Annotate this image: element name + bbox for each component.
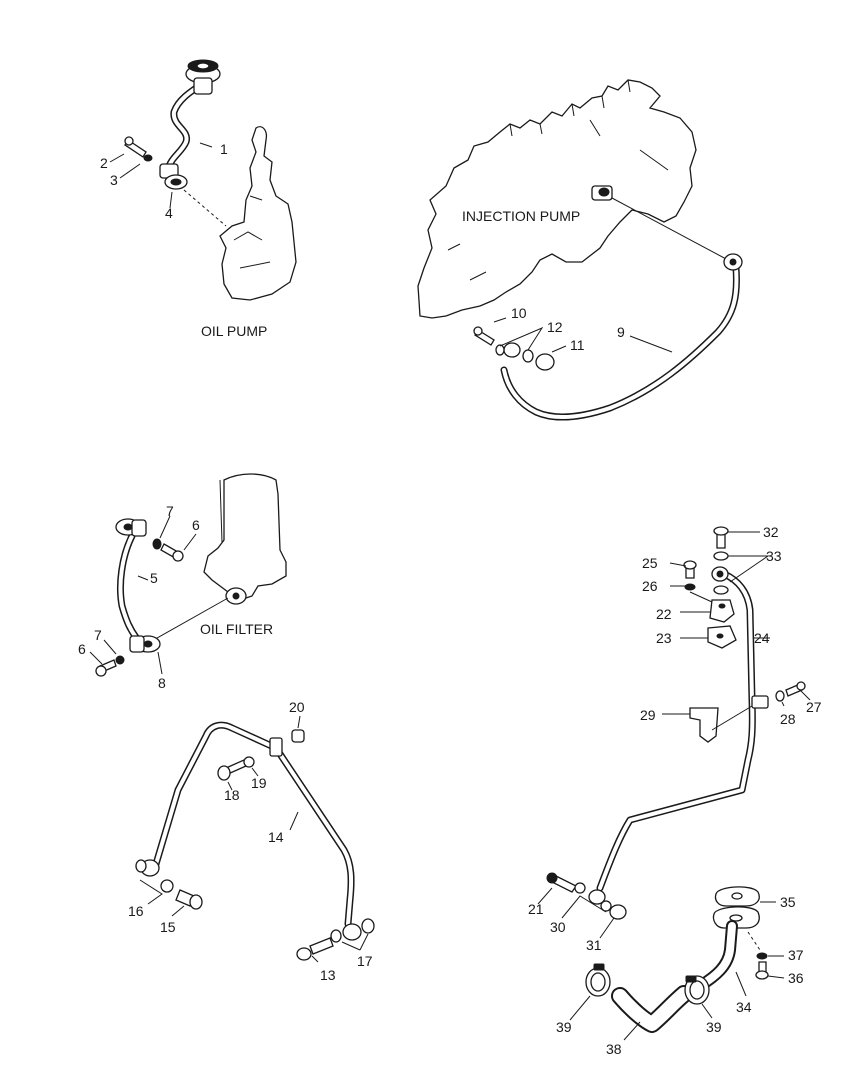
oil-filter-outline (203, 473, 287, 601)
callout-15: 15 (160, 919, 176, 935)
callout-32: 32 (763, 524, 779, 540)
callout-27: 27 (806, 699, 822, 715)
washer-3 (143, 154, 153, 162)
washer-12b (522, 349, 534, 363)
callout-34: 34 (736, 999, 752, 1015)
washer-33b (713, 585, 729, 595)
callout-2: 2 (100, 155, 108, 171)
callout-7a: 7 (166, 503, 174, 519)
washer-17b (361, 918, 375, 934)
fitting-22 (709, 599, 735, 623)
washer-16b (160, 879, 174, 893)
washer-26 (684, 583, 696, 591)
oil-pump-outline (219, 126, 297, 301)
washer-37 (756, 952, 768, 960)
callout-6b: 6 (78, 641, 86, 657)
callout-11: 11 (570, 337, 585, 353)
oil-pump-group: 1 2 3 4 OIL PUMP (100, 59, 297, 339)
pipe-9 (500, 264, 740, 421)
callout-38: 38 (606, 1041, 622, 1057)
callout-3: 3 (110, 172, 118, 188)
injection-pump-group: INJECTION PUMP 9 10 11 12 (417, 79, 743, 421)
callout-1: 1 (220, 141, 228, 157)
callout-14: 14 (268, 829, 284, 845)
callout-9: 9 (617, 324, 625, 340)
washer-17a (330, 929, 342, 943)
washer-7a (152, 538, 162, 550)
clamp-29 (689, 707, 719, 743)
callout-24: 24 (754, 630, 770, 646)
callout-36: 36 (788, 970, 804, 986)
callout-22: 22 (656, 606, 672, 622)
callout-20: 20 (289, 699, 305, 715)
callout-33: 33 (766, 548, 782, 564)
washer-12a (495, 344, 505, 356)
washer-30b (600, 900, 612, 912)
sleeve-20 (291, 729, 305, 743)
callout-17: 17 (357, 953, 373, 969)
callout-30: 30 (550, 919, 566, 935)
callout-19: 19 (251, 775, 267, 791)
callout-4: 4 (165, 205, 173, 221)
pipe-14-group: 20 19 18 14 16 15 13 17 (128, 699, 375, 983)
callout-31: 31 (586, 937, 602, 953)
cap-11 (535, 353, 555, 371)
washer-28 (775, 690, 785, 702)
pipe-24-group: 32 33 25 26 22 23 24 29 28 27 21 30 31 (528, 524, 822, 953)
callout-21: 21 (528, 901, 544, 917)
callout-13: 13 (320, 967, 336, 983)
oil-filter-label: OIL FILTER (200, 621, 273, 637)
hose-group: 35 37 36 34 39 39 38 (556, 886, 804, 1057)
oil-filter-group: 7 6 5 7 6 8 OIL FILTER (78, 473, 287, 691)
callout-16: 16 (128, 903, 144, 919)
callout-26: 26 (642, 578, 658, 594)
washer-30a (574, 882, 586, 894)
washer-7b (115, 655, 125, 665)
injection-pump-outline (417, 79, 697, 319)
callout-12: 12 (547, 319, 563, 335)
callout-10: 10 (511, 305, 527, 321)
callout-5: 5 (150, 570, 158, 586)
callout-39a: 39 (556, 1019, 572, 1035)
bolt-13 (309, 937, 334, 955)
callout-37: 37 (788, 947, 804, 963)
callout-8: 8 (158, 675, 166, 691)
callout-29: 29 (640, 707, 656, 723)
cap-31 (609, 904, 627, 920)
injection-pump-label: INJECTION PUMP (462, 208, 580, 224)
callout-23: 23 (656, 630, 672, 646)
callout-28: 28 (780, 711, 796, 727)
callout-35: 35 (780, 894, 796, 910)
callout-25: 25 (642, 555, 658, 571)
callout-7b: 7 (94, 627, 102, 643)
callout-6a: 6 (192, 517, 200, 533)
pipe-24 (596, 570, 756, 892)
callout-18: 18 (224, 787, 240, 803)
washer-19 (243, 756, 255, 768)
washer-33a (713, 551, 729, 561)
washer-16a (135, 859, 147, 873)
oil-pump-label: OIL PUMP (201, 323, 267, 339)
callout-39b: 39 (706, 1019, 722, 1035)
